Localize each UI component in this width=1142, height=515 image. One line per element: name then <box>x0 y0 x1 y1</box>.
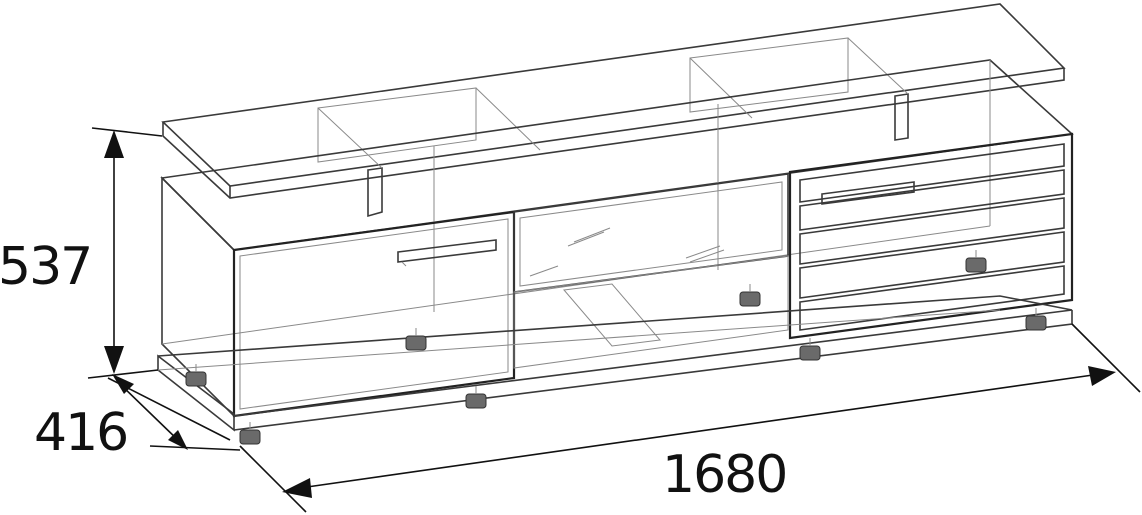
foot <box>185 364 207 387</box>
width-dimension-label: 1680 <box>662 445 786 505</box>
foot <box>465 386 487 409</box>
width-dimension: 1680 <box>239 323 1141 513</box>
middle-glass-panel <box>513 173 789 369</box>
cabinet-body <box>160 59 1074 418</box>
foot <box>799 338 821 361</box>
right-drawers <box>788 132 1074 340</box>
depth-dimension-label: 416 <box>34 403 127 463</box>
depth-dimension: 416 <box>34 374 241 463</box>
foot <box>239 422 261 445</box>
base-plinth <box>157 295 1073 432</box>
adjustable-feet <box>185 250 1047 445</box>
foot <box>965 250 987 273</box>
top-shelf <box>161 3 1066 199</box>
foot <box>405 328 427 351</box>
left-door <box>232 210 516 418</box>
shelf-supports <box>317 37 909 218</box>
foot <box>1025 308 1047 331</box>
foot <box>739 284 761 307</box>
height-dimension-label: 537 <box>0 237 91 297</box>
height-dimension: 537 <box>0 127 163 379</box>
